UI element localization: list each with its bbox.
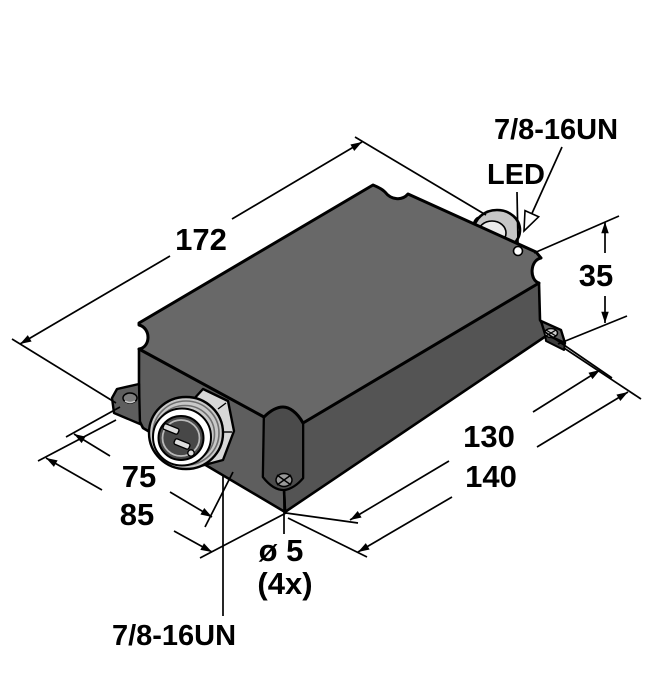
hole-diameter-label: ø 5 bbox=[259, 533, 304, 568]
connector-7816un-front bbox=[147, 387, 236, 471]
dimension-35: 35 bbox=[533, 215, 628, 345]
dimension-130-label: 130 bbox=[463, 419, 515, 454]
hole-callout: ø 5 (4x) bbox=[257, 490, 313, 601]
witness-line bbox=[11, 338, 117, 404]
mounting-flange-right bbox=[539, 319, 567, 351]
witness-line bbox=[199, 512, 287, 559]
mounting-hole-front bbox=[275, 472, 293, 488]
dimension-75: 75 bbox=[65, 406, 234, 528]
leader-line bbox=[516, 191, 519, 244]
dimension-172-label: 172 bbox=[175, 222, 227, 257]
led-label: LED bbox=[487, 159, 545, 191]
led-indicator bbox=[512, 245, 524, 257]
connector-pin bbox=[173, 438, 191, 450]
witness-line bbox=[544, 331, 613, 379]
witness-line bbox=[563, 347, 642, 400]
dimension-line bbox=[19, 255, 171, 345]
dimension-140: 140 bbox=[287, 347, 642, 558]
hex-facet-line bbox=[217, 402, 227, 410]
recess-rim bbox=[161, 419, 201, 457]
witness-line bbox=[65, 406, 121, 438]
dimension-172: 172 bbox=[11, 136, 487, 404]
screw-cross-slot bbox=[545, 329, 557, 337]
mounting-flange-left bbox=[110, 382, 142, 426]
witness-line bbox=[557, 315, 628, 345]
witness-line bbox=[204, 471, 234, 528]
connector-bottom-callout: 7/8-16UN bbox=[112, 476, 236, 652]
dimension-35-label: 35 bbox=[579, 258, 613, 293]
connector-recess bbox=[157, 415, 205, 461]
dimension-line bbox=[357, 496, 453, 553]
connector-thread-top-label: 7/8-16UN bbox=[494, 114, 618, 146]
top-face bbox=[137, 183, 543, 425]
dimension-line bbox=[73, 433, 111, 457]
dimension-line bbox=[173, 530, 213, 553]
dimension-75-label: 75 bbox=[122, 459, 156, 494]
connector-pin bbox=[162, 423, 180, 435]
device-body bbox=[137, 183, 548, 514]
dimension-line bbox=[532, 369, 601, 413]
witness-line bbox=[37, 419, 117, 462]
screw-cross-slot bbox=[276, 474, 292, 486]
connector-thread-bottom-label: 7/8-16UN bbox=[112, 620, 236, 652]
led-callout: LED bbox=[487, 159, 545, 244]
connector-pin bbox=[187, 449, 195, 457]
leader-line bbox=[523, 146, 563, 233]
dimension-85-label: 85 bbox=[120, 497, 154, 532]
witness-line bbox=[287, 517, 368, 558]
dimension-130: 130 bbox=[285, 331, 613, 524]
connector-top-callout: 7/8-16UN bbox=[494, 114, 618, 233]
dimension-line bbox=[169, 491, 213, 518]
dimension-140-label: 140 bbox=[465, 459, 517, 494]
dimension-85: 85 bbox=[37, 419, 287, 559]
dimension-line bbox=[536, 391, 629, 448]
hole-count-label: (4x) bbox=[257, 566, 312, 601]
dimension-line bbox=[45, 457, 103, 491]
dimension-line bbox=[349, 460, 450, 521]
witness-line bbox=[354, 136, 487, 216]
witness-line bbox=[285, 512, 359, 524]
dimension-line bbox=[231, 141, 363, 220]
flange-hole-highlight bbox=[124, 400, 136, 404]
